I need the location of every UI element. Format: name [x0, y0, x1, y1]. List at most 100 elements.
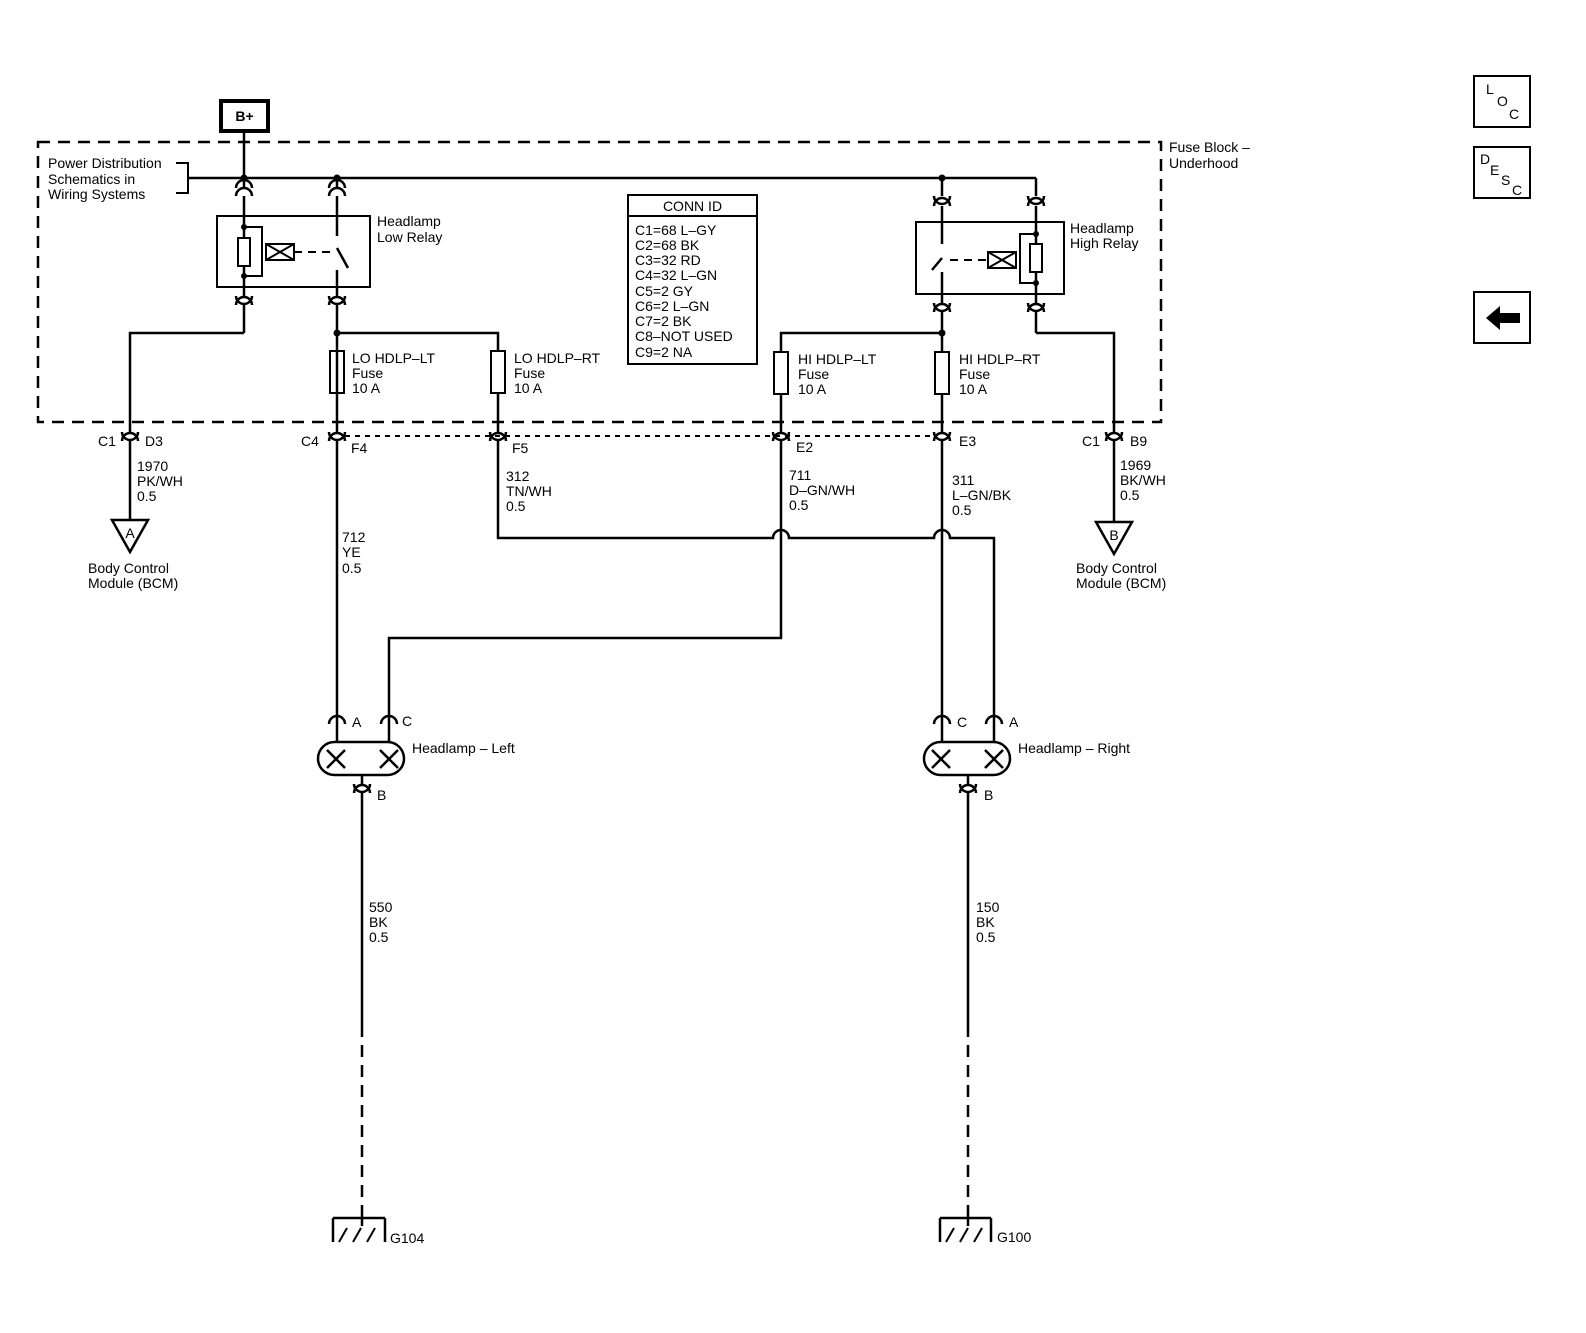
power-dist-label-2: Schematics in: [48, 171, 135, 187]
loc-letter-l: L: [1486, 81, 1494, 97]
bcm-a-label-1: Body Control: [88, 560, 169, 576]
fuse-3-name: HI HDLP–LT: [798, 351, 877, 367]
bcm-a-letter: A: [125, 525, 135, 541]
wire-1970-circuit: 1970: [137, 458, 168, 474]
bcm-a-label-2: Module (BCM): [88, 575, 178, 591]
bplus-label: B+: [235, 108, 253, 124]
wire-150-circuit: 150: [976, 899, 1000, 915]
bcm-b-label-1: Body Control: [1076, 560, 1157, 576]
conn-e3: E3: [959, 433, 976, 449]
headlamp-low-relay: [216, 215, 371, 288]
conn-id-row: C6=2 L–GN: [635, 298, 709, 314]
loc-letter-c: C: [1509, 106, 1519, 122]
desc-letter-s: S: [1501, 172, 1510, 188]
fuse-hi-hdlp-rt: [934, 350, 950, 432]
ground-g104-icon: [331, 1216, 387, 1243]
conn-id-table: CONN ID C1=68 L–GY C2=68 BK C3=32 RD C4=…: [627, 194, 758, 365]
conn-b9: B9: [1130, 433, 1147, 449]
fuse-block-label-2: Underhood: [1169, 155, 1238, 171]
conn-f4: F4: [351, 440, 368, 456]
desc-letter-c: C: [1512, 182, 1522, 198]
conn-f5: F5: [512, 440, 529, 456]
fuse-block-label-1: Fuse Block –: [1169, 139, 1250, 155]
conn-id-row: C8–NOT USED: [635, 328, 733, 344]
conn-c1-right: C1: [1082, 433, 1100, 449]
bcm-b-label-2: Module (BCM): [1076, 575, 1166, 591]
wire-312-color: TN/WH: [506, 483, 552, 499]
ground-g100-label: G100: [997, 1229, 1031, 1245]
bcm-a-terminal: [109, 518, 151, 555]
headlamp-left-pin-b: B: [377, 787, 386, 803]
fuse-block-outline: [36, 140, 1163, 424]
high-relay-label-2: High Relay: [1070, 235, 1138, 251]
wire-312: [496, 441, 996, 716]
bcm-b-letter: B: [1109, 527, 1118, 543]
fuse-lo-hdlp-lt: [329, 350, 345, 432]
power-dist-label-3: Wiring Systems: [48, 186, 145, 202]
conn-c1-left: C1: [98, 433, 116, 449]
conn-id-title: CONN ID: [663, 198, 722, 214]
battery-positive-terminal: B+: [219, 99, 270, 133]
ground-g104-label: G104: [390, 1230, 424, 1246]
wire-312-circuit: 312: [506, 468, 530, 484]
power-dist-label-1: Power Distribution: [48, 155, 162, 171]
wire-712-color: YE: [342, 544, 361, 560]
fuse-4-name: HI HDLP–RT: [959, 351, 1041, 367]
back-button[interactable]: [1473, 291, 1531, 344]
headlamp-right-pin-a: A: [1009, 714, 1019, 730]
bcm-b-terminal: [1093, 520, 1135, 557]
fuse-3-rating: 10 A: [798, 381, 827, 397]
wire-711-gauge: 0.5: [789, 497, 809, 513]
conn-d3: D3: [145, 433, 163, 449]
loc-button[interactable]: L O C: [1473, 75, 1531, 128]
wire-high-relay-control: [1036, 331, 1116, 432]
headlamp-left-label: Headlamp – Left: [412, 740, 515, 756]
fuse-1-name: LO HDLP–LT: [352, 350, 435, 366]
fuse-2-type: Fuse: [514, 365, 545, 381]
fuse-1-rating: 10 A: [352, 380, 381, 396]
desc-button[interactable]: D E S C: [1473, 146, 1531, 199]
wire-1969-circuit: 1969: [1120, 457, 1151, 473]
conn-id-row: C3=32 RD: [635, 252, 701, 268]
wire-1970-gauge: 0.5: [137, 488, 157, 504]
fuse-1-type: Fuse: [352, 365, 383, 381]
conn-e2: E2: [796, 439, 813, 455]
wire-711-circuit: 711: [789, 467, 812, 483]
headlamp-left: [316, 740, 406, 777]
fuse-2-name: LO HDLP–RT: [514, 350, 601, 366]
headlamp-right-pin-b: B: [984, 787, 993, 803]
fuse-4-rating: 10 A: [959, 381, 988, 397]
headlamp-right-label: Headlamp – Right: [1018, 740, 1130, 756]
fuse-3-type: Fuse: [798, 366, 829, 382]
wire-550-color: BK: [369, 914, 388, 930]
conn-id-row: C9=2 NA: [635, 344, 693, 360]
arrow-left-icon: [1486, 306, 1520, 330]
conn-id-row: C7=2 BK: [635, 313, 692, 329]
headlamp-left-pin-c: C: [402, 713, 412, 729]
headlamp-high-relay: [915, 221, 1065, 295]
wire-311-circuit: 311: [952, 472, 975, 488]
wire-1970-color: PK/WH: [137, 473, 183, 489]
wire-311-gauge: 0.5: [952, 502, 972, 518]
wire-711: [387, 441, 783, 716]
low-relay-label-2: Low Relay: [377, 229, 442, 245]
high-relay-label-1: Headlamp: [1070, 220, 1134, 236]
wire-311-color: L–GN/BK: [952, 487, 1012, 503]
wire-low-relay-control: [128, 331, 244, 432]
wire-711-color: D–GN/WH: [789, 482, 855, 498]
fuse-hi-hdlp-lt: [773, 350, 789, 432]
headlamp-right-pin-c: C: [957, 714, 967, 730]
wire-150-gauge: 0.5: [976, 929, 996, 945]
ground-g100-icon: [938, 1216, 993, 1243]
wire-550-circuit: 550: [369, 899, 393, 915]
fuse-2-rating: 10 A: [514, 380, 543, 396]
conn-id-row: C5=2 GY: [635, 283, 694, 299]
conn-id-row: C4=32 L–GN: [635, 267, 717, 283]
conn-c4: C4: [301, 433, 319, 449]
desc-letter-d: D: [1480, 151, 1490, 167]
fuse-4-type: Fuse: [959, 366, 990, 382]
wire-1969-color: BK/WH: [1120, 472, 1166, 488]
wire-712-circuit: 712: [342, 529, 366, 545]
fuse-lo-hdlp-rt: [490, 350, 506, 432]
power-dist-bracket: [176, 162, 189, 194]
